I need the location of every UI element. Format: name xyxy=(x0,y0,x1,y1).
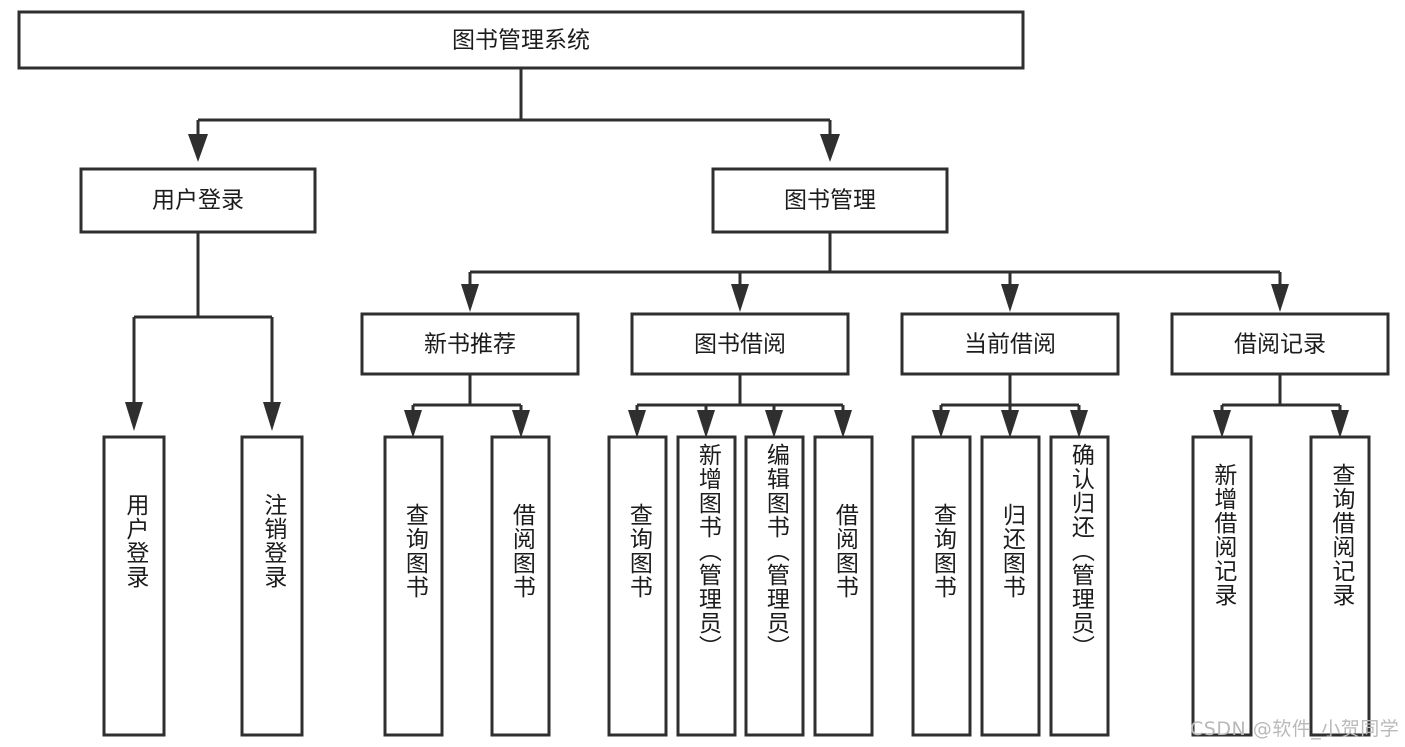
arrowhead-bm-to-current-borrow xyxy=(1001,284,1019,312)
arrowhead-cb-to-leaf2 xyxy=(1001,410,1019,438)
arrowhead-nb-to-leaf2 xyxy=(512,410,530,438)
node-current-borrow[interactable]: 当前借阅 xyxy=(900,312,1120,376)
leaf-user-logout-box[interactable] xyxy=(240,435,304,737)
arrowhead-nb-to-leaf1 xyxy=(404,410,422,438)
connector-group-user-login xyxy=(125,232,281,431)
arrowhead-bm-to-book-borrow xyxy=(731,284,749,312)
node-root-label: 图书管理系统 xyxy=(452,28,590,54)
connector-group-book-borrow xyxy=(628,374,852,438)
node-book-borrow[interactable]: 图书借阅 xyxy=(630,312,850,376)
leaf-bb-query-box[interactable] xyxy=(607,435,668,737)
leaf-cb-return-box[interactable] xyxy=(980,435,1041,737)
arrowhead-bb-to-leaf3 xyxy=(765,410,783,438)
node-current-borrow-box[interactable] xyxy=(900,312,1120,376)
leaf-user-login-box[interactable] xyxy=(102,435,166,737)
connector-group-current-borrow xyxy=(932,374,1088,438)
node-new-book-label: 新书推荐 xyxy=(424,332,516,358)
connector-group-new-book xyxy=(404,374,530,438)
arrowhead-cb-to-leaf3 xyxy=(1070,410,1088,438)
node-user-login[interactable]: 用户登录 xyxy=(79,167,317,234)
arrowhead-bb-to-leaf1 xyxy=(628,410,646,438)
node-book-borrow-label: 图书借阅 xyxy=(694,332,786,358)
connector-group-borrow-record xyxy=(1213,374,1349,438)
arrowhead-bb-to-leaf4 xyxy=(834,410,852,438)
node-book-manage-label: 图书管理 xyxy=(784,188,876,214)
csdn-watermark: CSDN @软件_小贺同学 xyxy=(1190,718,1400,740)
node-book-manage-box[interactable] xyxy=(711,167,949,234)
leaf-bb-add-box[interactable] xyxy=(676,435,737,737)
leaf-bb-borrow-box[interactable] xyxy=(813,435,874,737)
arrowhead-ul-to-leaf1 xyxy=(125,402,143,431)
node-new-book-box[interactable] xyxy=(360,312,580,376)
arrowhead-br-to-leaf2 xyxy=(1331,410,1349,438)
node-book-borrow-box[interactable] xyxy=(630,312,850,376)
leaf-bb-edit-box[interactable] xyxy=(744,435,805,737)
arrowhead-ul-to-leaf2 xyxy=(263,402,281,431)
leaf-cb-confirm-box[interactable] xyxy=(1049,435,1110,737)
node-borrow-record-label: 借阅记录 xyxy=(1234,332,1326,358)
arrowhead-bb-to-leaf2 xyxy=(697,410,715,438)
arrowhead-bm-to-borrow-record xyxy=(1271,284,1289,312)
arrowhead-br-to-leaf1 xyxy=(1213,410,1231,438)
node-new-book[interactable]: 新书推荐 xyxy=(360,312,580,376)
arrowhead-cb-to-leaf1 xyxy=(932,410,950,438)
arrowhead-root-to-book-manage xyxy=(820,134,840,162)
leaf-box-group xyxy=(102,435,1371,737)
arrowhead-bm-to-new-book xyxy=(461,284,479,312)
node-borrow-record-box[interactable] xyxy=(1170,312,1390,376)
connector-group-root xyxy=(188,68,840,162)
leaf-br-add-box[interactable] xyxy=(1191,435,1253,737)
leaf-cb-query-box[interactable] xyxy=(911,435,972,737)
leaf-nb-borrow-box[interactable] xyxy=(490,435,551,737)
node-user-login-box[interactable] xyxy=(79,167,317,234)
node-book-manage[interactable]: 图书管理 xyxy=(711,167,949,234)
node-user-login-label: 用户登录 xyxy=(152,188,244,214)
node-current-borrow-label: 当前借阅 xyxy=(964,332,1056,358)
arrowhead-root-to-user-login xyxy=(188,134,208,162)
leaf-nb-query-box[interactable] xyxy=(383,435,444,737)
leaf-br-query-box[interactable] xyxy=(1309,435,1371,737)
connector-group-book-manage xyxy=(461,232,1289,312)
node-root-box[interactable] xyxy=(17,10,1025,70)
node-borrow-record[interactable]: 借阅记录 xyxy=(1170,312,1390,376)
node-root[interactable]: 图书管理系统 xyxy=(17,10,1025,70)
